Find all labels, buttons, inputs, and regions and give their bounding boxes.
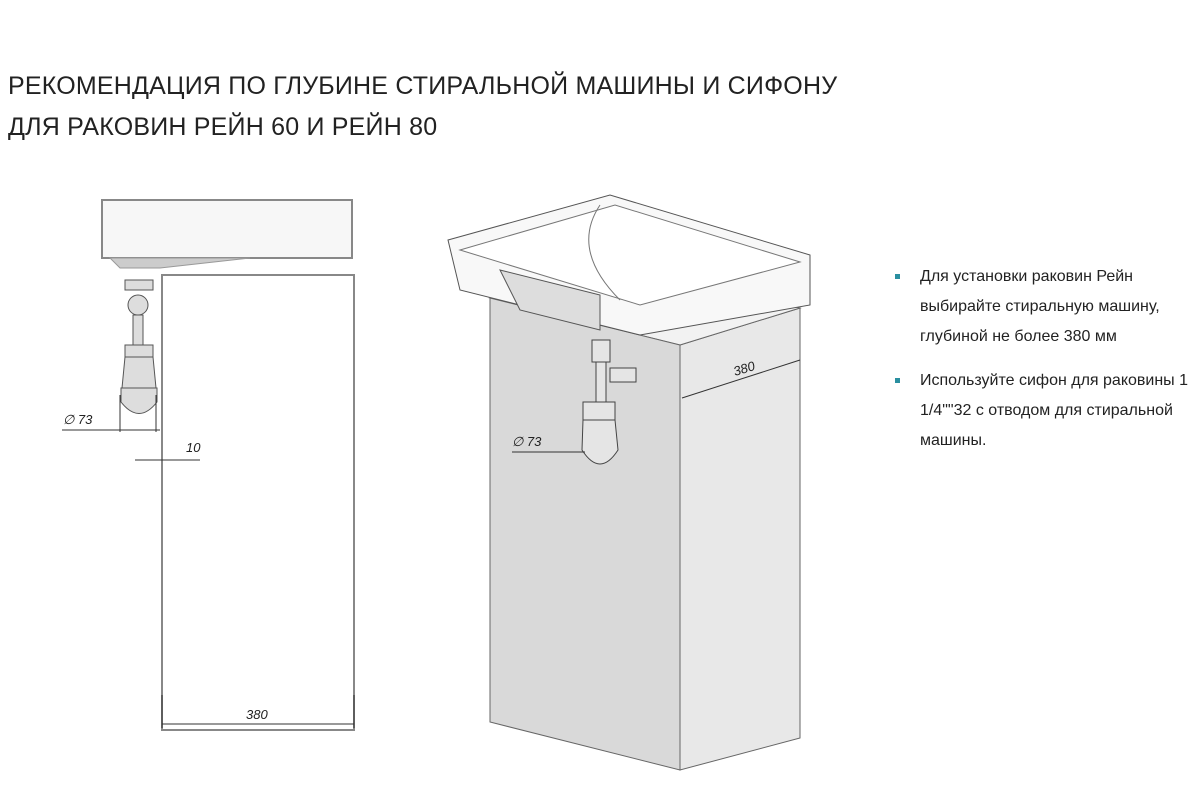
recommendation-notes: Для установки раковин Рейн выбирайте сти…: [892, 262, 1200, 470]
perspective-siphon-diameter-label: ∅ 73: [512, 434, 542, 449]
note-text: Используйте сифон для раковины 1 1/4""32…: [920, 372, 1189, 449]
siphon-icon: [120, 279, 158, 414]
bullet-icon: [895, 378, 900, 383]
title-line-1: РЕКОМЕНДАЦИЯ ПО ГЛУБИНЕ СТИРАЛЬНОЙ МАШИН…: [8, 72, 838, 100]
title-line-2: ДЛЯ РАКОВИН РЕЙН 60 И РЕЙН 80: [8, 113, 438, 141]
siphon-3d-icon: [581, 339, 637, 465]
washing-machine-front-face: [489, 297, 681, 771]
side-view-drawing: [62, 199, 355, 731]
bullet-icon: [895, 274, 900, 279]
sink-side: [101, 199, 353, 259]
side-depth-label: 380: [246, 707, 268, 722]
side-gap-label: 10: [186, 440, 201, 455]
perspective-view-drawing: [447, 194, 811, 771]
washing-machine-side: [161, 274, 355, 731]
note-text: Для установки раковин Рейн выбирайте сти…: [920, 268, 1160, 345]
note-item: Используйте сифон для раковины 1 1/4""32…: [892, 366, 1200, 456]
note-item: Для установки раковин Рейн выбирайте сти…: [892, 262, 1200, 352]
side-siphon-diameter-label: ∅ 73: [63, 412, 93, 427]
sink-bowl-bottom: [108, 257, 251, 269]
perspective-depth-label: 380: [731, 358, 757, 379]
